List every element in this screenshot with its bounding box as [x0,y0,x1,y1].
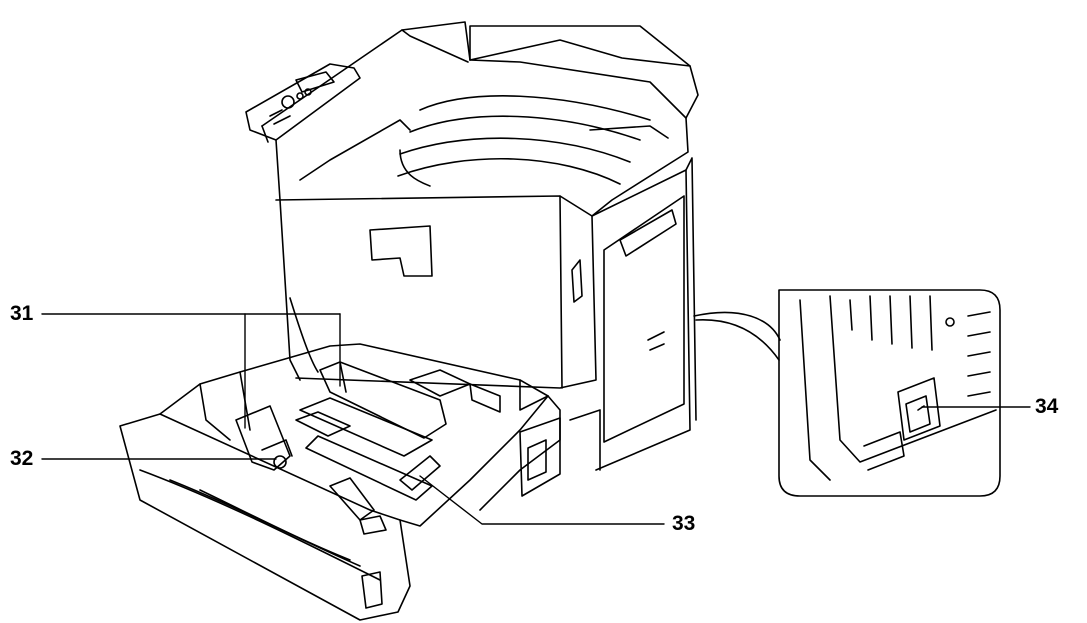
callout-label-32: 32 [10,447,34,470]
printer-body [245,21,699,471]
leader-lines [41,313,1031,525]
power-inlet-inset [693,289,1001,497]
callout-label-34: 34 [1035,395,1059,418]
paper-cassette [119,343,601,621]
callout-label-31: 31 [10,302,34,325]
leader-33 [419,475,665,525]
callout-label-33: 33 [672,512,696,535]
